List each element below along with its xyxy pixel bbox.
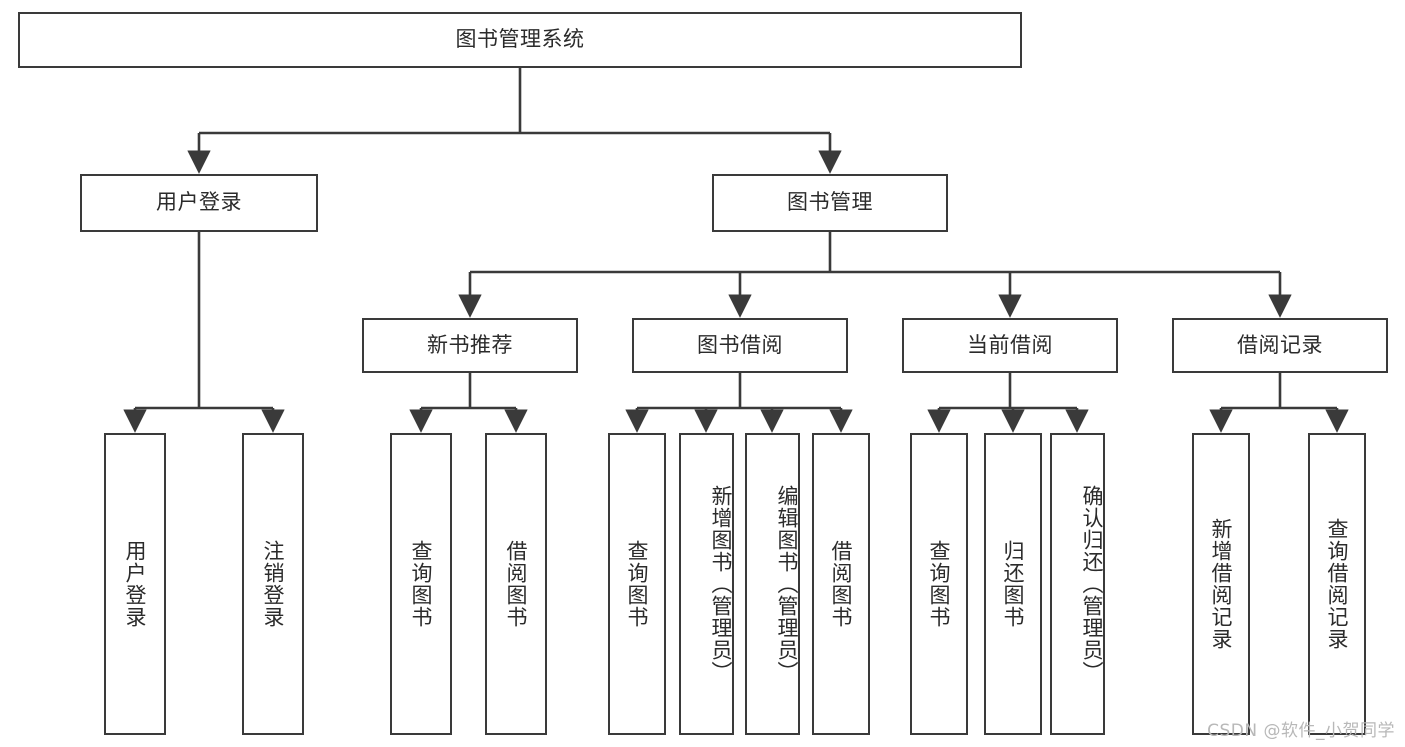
node-book-management-label: 图书管理 [787,190,873,215]
node-leaf-borrow-book-rec-label: 借阅图书 [504,540,529,628]
node-leaf-edit-book-admin-label: 编辑图书（管理员） [775,485,799,683]
node-current-borrow-label: 当前借阅 [967,332,1053,357]
node-new-book-recommend-label: 新书推荐 [427,332,513,357]
node-user-login-label: 用户登录 [156,190,242,215]
node-root[interactable]: 图书管理系统 [18,12,1022,68]
node-leaf-query-book-borrow-label: 查询图书 [625,540,650,628]
node-leaf-query-book-cur-label: 查询图书 [927,540,952,628]
watermark: CSDN @软件_小贺同学 [1207,721,1395,741]
node-leaf-add-book-admin-label: 新增图书（管理员） [709,485,733,683]
node-leaf-confirm-return-admin-label: 确认归还（管理员） [1080,485,1104,683]
node-leaf-add-borrow-record[interactable]: 新增借阅记录 [1192,433,1250,735]
node-leaf-user-logout[interactable]: 注销登录 [242,433,304,735]
node-current-borrow[interactable]: 当前借阅 [902,318,1118,373]
node-leaf-edit-book-admin[interactable]: 编辑图书（管理员） [745,433,800,735]
node-leaf-borrow-book-label: 借阅图书 [829,540,854,628]
node-leaf-query-borrow-record-label: 查询借阅记录 [1325,518,1350,650]
node-user-login[interactable]: 用户登录 [80,174,318,232]
node-book-borrow-label: 图书借阅 [697,332,783,357]
node-leaf-confirm-return-admin[interactable]: 确认归还（管理员） [1050,433,1105,735]
node-leaf-borrow-book[interactable]: 借阅图书 [812,433,870,735]
node-leaf-add-book-admin[interactable]: 新增图书（管理员） [679,433,734,735]
node-book-borrow[interactable]: 图书借阅 [632,318,848,373]
node-root-label: 图书管理系统 [455,27,585,52]
node-borrow-record[interactable]: 借阅记录 [1172,318,1388,373]
node-leaf-return-book[interactable]: 归还图书 [984,433,1042,735]
node-leaf-query-book-rec-label: 查询图书 [409,540,434,628]
node-leaf-query-book-rec[interactable]: 查询图书 [390,433,452,735]
node-leaf-user-login[interactable]: 用户登录 [104,433,166,735]
node-leaf-add-borrow-record-label: 新增借阅记录 [1209,518,1234,650]
node-leaf-query-book-borrow[interactable]: 查询图书 [608,433,666,735]
node-new-book-recommend[interactable]: 新书推荐 [362,318,578,373]
node-leaf-return-book-label: 归还图书 [1001,540,1026,628]
node-leaf-user-logout-label: 注销登录 [261,540,286,628]
node-leaf-query-book-cur[interactable]: 查询图书 [910,433,968,735]
node-leaf-user-login-label: 用户登录 [123,540,148,628]
node-borrow-record-label: 借阅记录 [1237,332,1323,357]
node-leaf-query-borrow-record[interactable]: 查询借阅记录 [1308,433,1366,735]
node-book-management[interactable]: 图书管理 [712,174,948,232]
node-leaf-borrow-book-rec[interactable]: 借阅图书 [485,433,547,735]
